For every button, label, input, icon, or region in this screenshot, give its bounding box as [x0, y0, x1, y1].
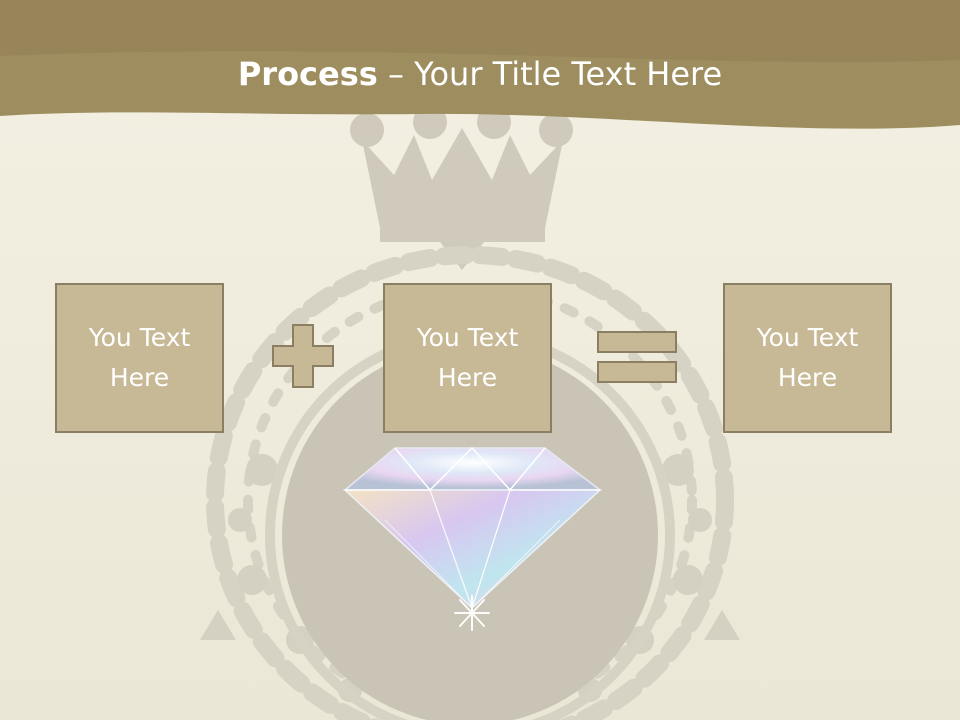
- process-box-2[interactable]: You Text Here: [383, 283, 552, 433]
- diamond-illustration: [342, 446, 603, 631]
- plus-icon: [272, 324, 334, 388]
- process-box-1[interactable]: You Text Here: [55, 283, 224, 433]
- title-bold: Process: [237, 55, 378, 93]
- equals-icon: [597, 331, 677, 383]
- process-box-3-label: You Text Here: [756, 323, 859, 392]
- process-box-1-label: You Text Here: [88, 323, 191, 392]
- slide-title: Process – Your Title Text Here: [0, 52, 960, 96]
- process-box-3[interactable]: You Text Here: [723, 283, 892, 433]
- title-rest: – Your Title Text Here: [377, 55, 723, 93]
- process-box-2-label: You Text Here: [416, 323, 519, 392]
